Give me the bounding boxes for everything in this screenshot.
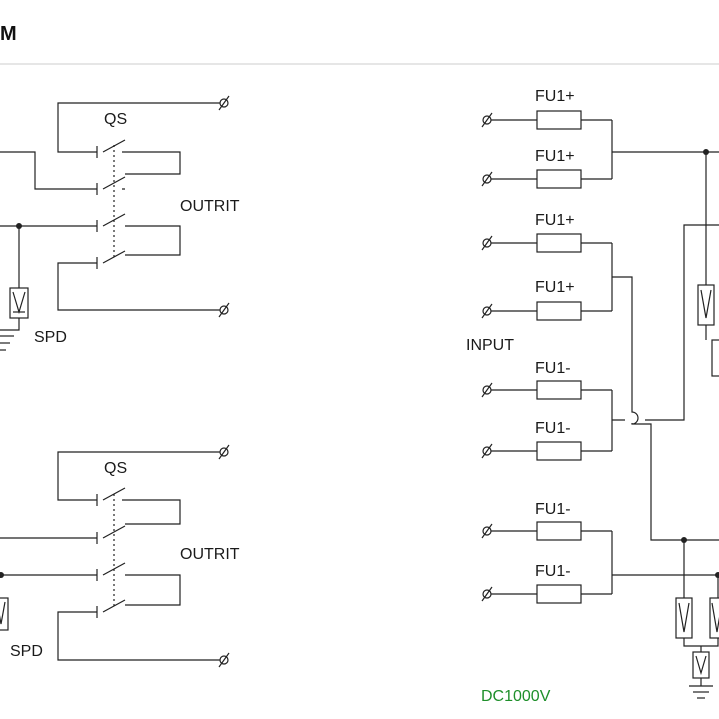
outrit-label-bottom: OUTRIT (180, 546, 240, 563)
fuse-row (481, 301, 612, 321)
fuse-row (481, 584, 612, 604)
qs-label-bottom: QS (104, 460, 127, 477)
fuse-icon (536, 380, 582, 400)
switch-contact-icon (96, 487, 126, 618)
qs-label-top: QS (104, 111, 127, 128)
spd-icon (0, 597, 9, 631)
outrit-label-top: OUTRIT (180, 198, 240, 215)
fuse-icon (536, 169, 582, 189)
ground-icon (0, 335, 14, 351)
fuse-row (481, 521, 612, 541)
fuse-row (481, 110, 612, 130)
fuse-label: FU1+ (535, 88, 575, 105)
spd-label-bottom: SPD (10, 643, 43, 660)
fuse-icon (536, 441, 582, 461)
spd-icon (697, 284, 715, 326)
fuse-icon (536, 110, 582, 130)
fuse-label: FU1- (535, 420, 571, 437)
fuse-label: FU1- (535, 501, 571, 518)
fuse-label: FU1+ (535, 212, 575, 229)
fuse-label: FU1+ (535, 148, 575, 165)
fuse-row (481, 169, 612, 189)
switch-contact-icon (96, 139, 126, 269)
spd-label-top: SPD (34, 329, 67, 346)
left-top-circuit: QS OUTRIT SPD (0, 95, 240, 351)
terminal-icon (218, 444, 230, 460)
fuse-row (481, 380, 612, 400)
spd-icon (711, 339, 719, 377)
fuse-row (481, 441, 612, 461)
left-bottom-circuit: QS OUTRIT SPD (0, 444, 240, 668)
fuse-row (481, 233, 612, 253)
fuse-label: FU1+ (535, 279, 575, 296)
input-label: INPUT (466, 337, 514, 354)
terminal-icon (218, 652, 230, 668)
spd-icon (9, 287, 29, 319)
ground-icon (689, 685, 713, 699)
terminal-icon (218, 302, 230, 318)
fuse-label: FU1- (535, 360, 571, 377)
fuse-icon (536, 301, 582, 321)
spd-icon (692, 651, 710, 679)
page-title: M (0, 23, 17, 45)
right-combiner-circuit: INPUT DC1000V FU1+ FU1+ FU1+ FU1+ FU1- F… (466, 88, 719, 705)
fuse-label: FU1- (535, 563, 571, 580)
spd-icon (675, 597, 693, 639)
terminal-icon (218, 95, 230, 111)
spd-icon (709, 597, 719, 639)
fuse-icon (536, 233, 582, 253)
fuse-icon (536, 584, 582, 604)
voltage-label: DC1000V (481, 688, 551, 705)
fuse-icon (536, 521, 582, 541)
